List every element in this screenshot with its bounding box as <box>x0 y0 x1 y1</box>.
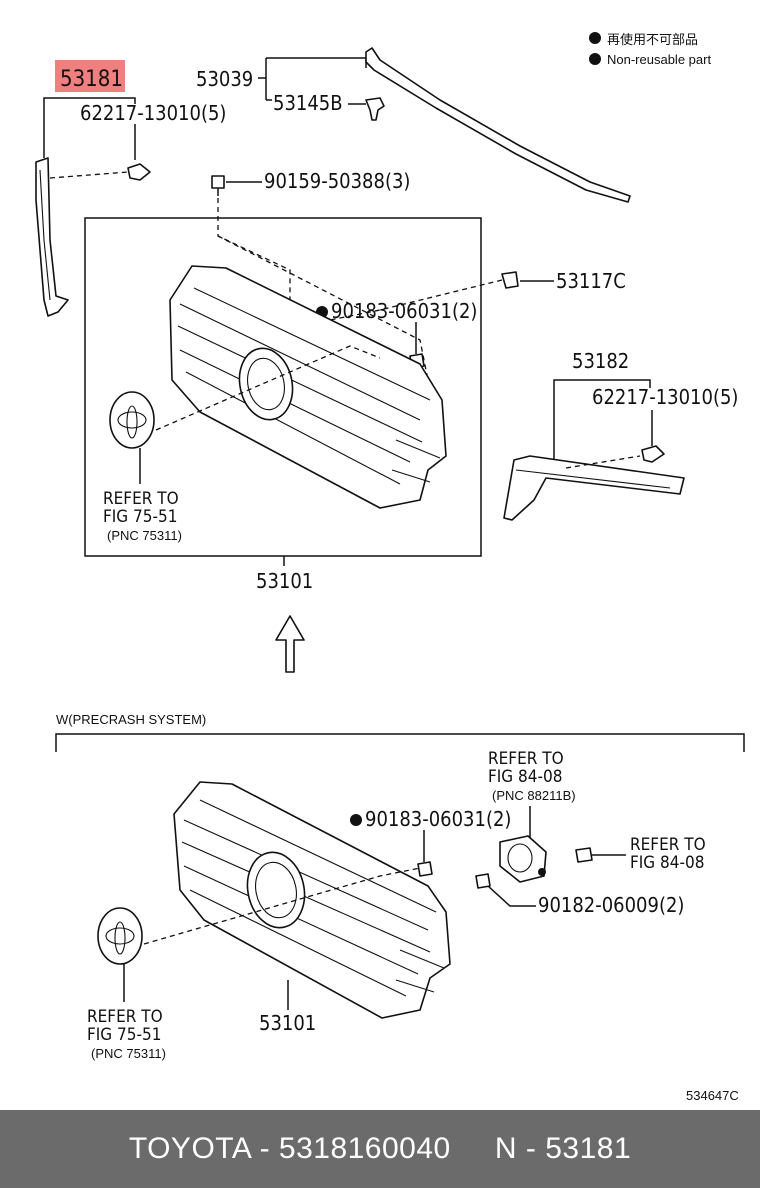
clip-53145B-icon <box>365 97 385 121</box>
label-90159[interactable]: 90159-50388(3) <box>264 169 410 193</box>
molding-53039-part <box>365 47 631 203</box>
nut-90182-icon <box>475 873 491 889</box>
label-53181[interactable]: 53181 <box>60 67 123 92</box>
dash-clip-right <box>565 455 641 469</box>
refer-top-line2[interactable]: FIG 75-51 <box>103 507 177 527</box>
label-53039[interactable]: 53039 <box>196 67 253 91</box>
non-reusable-bullet-icon <box>589 53 601 65</box>
refer-bolt-line2[interactable]: FIG 84-08 <box>630 853 704 873</box>
leader-90182 <box>487 885 536 907</box>
assembly-frame <box>84 217 482 557</box>
screw-90159-icon <box>211 175 225 189</box>
non-reusable-90183-bottom-icon <box>350 814 362 826</box>
label-53101-top[interactable]: 53101 <box>256 569 313 593</box>
grille-53101-bottom-part <box>173 781 451 1019</box>
highlight-53181 <box>55 60 125 92</box>
side-garnish-left-detail <box>39 169 51 301</box>
label-90182[interactable]: 90182-06009(2) <box>538 893 684 917</box>
side-garnish-right-detail <box>515 469 671 489</box>
clip-53117C-icon <box>501 271 519 289</box>
label-90183-top[interactable]: 90183-06031(2) <box>331 299 477 323</box>
label-53117C[interactable]: 53117C <box>556 269 626 293</box>
toyota-emblem-bottom-icon <box>97 907 143 965</box>
footer-part-number: TOYOTA - 5318160040 N - 53181 <box>128 1132 632 1165</box>
bracket-53182 <box>553 379 651 470</box>
precrash-caption: W(PRECRASH SYSTEM) <box>56 712 206 727</box>
refer-top-line1[interactable]: REFER TO <box>103 489 179 509</box>
dash-emblem-bottom <box>143 867 421 945</box>
side-garnish-right-part <box>503 455 685 521</box>
label-90183-bottom[interactable]: 90183-06031(2) <box>365 807 511 831</box>
bracket-53039 <box>258 57 367 101</box>
diagram-code: 534647C <box>686 1088 739 1103</box>
toyota-emblem-top-icon <box>109 391 155 449</box>
legend-en: Non-reusable part <box>607 52 711 67</box>
refer-sensor-line2[interactable]: FIG 84-08 <box>488 767 562 787</box>
bracket-53181 <box>43 97 136 158</box>
label-53101-bottom[interactable]: 53101 <box>259 1011 316 1035</box>
nut-90183-bottom-icon <box>417 861 433 877</box>
up-arrow-icon <box>275 615 305 673</box>
refer-bottom-line1[interactable]: REFER TO <box>87 1007 163 1027</box>
dash-screw-to-grille <box>217 198 291 320</box>
dash-screw-to-grille-right <box>217 235 431 391</box>
refer-sensor-line1[interactable]: REFER TO <box>488 749 564 769</box>
label-62217-right[interactable]: 62217-13010(5) <box>592 385 738 409</box>
label-53182[interactable]: 53182 <box>572 349 629 373</box>
precrash-bracket <box>55 733 745 752</box>
refer-bottom-line3[interactable]: (PNC 75311) <box>91 1046 166 1061</box>
label-62217-left[interactable]: 62217-13010(5) <box>80 101 226 125</box>
side-garnish-left-part <box>35 157 69 317</box>
dash-emblem-top <box>155 345 381 431</box>
refer-top-line3[interactable]: (PNC 75311) <box>107 528 182 543</box>
non-reusable-bullet-icon <box>589 32 601 44</box>
legend-jp: 再使用不可部品 <box>607 32 698 47</box>
grille-53101-top-part <box>169 265 447 509</box>
label-53145B[interactable]: 53145B <box>273 91 343 115</box>
refer-sensor-line3[interactable]: (PNC 88211B) <box>492 788 576 803</box>
precrash-sensor-part <box>499 835 547 883</box>
clip-62217-left-icon <box>127 163 151 181</box>
clip-62217-right-icon <box>641 445 665 463</box>
dash-clip-left <box>49 171 129 179</box>
refer-bottom-line2[interactable]: FIG 75-51 <box>87 1025 161 1045</box>
footer-bar: TOYOTA - 5318160040 N - 53181 <box>0 1110 760 1188</box>
bolt-icon <box>575 847 593 863</box>
parts-diagram: 再使用不可部品 Non-reusable part 53181 62217-13… <box>35 32 745 1103</box>
refer-bolt-line1[interactable]: REFER TO <box>630 835 706 855</box>
